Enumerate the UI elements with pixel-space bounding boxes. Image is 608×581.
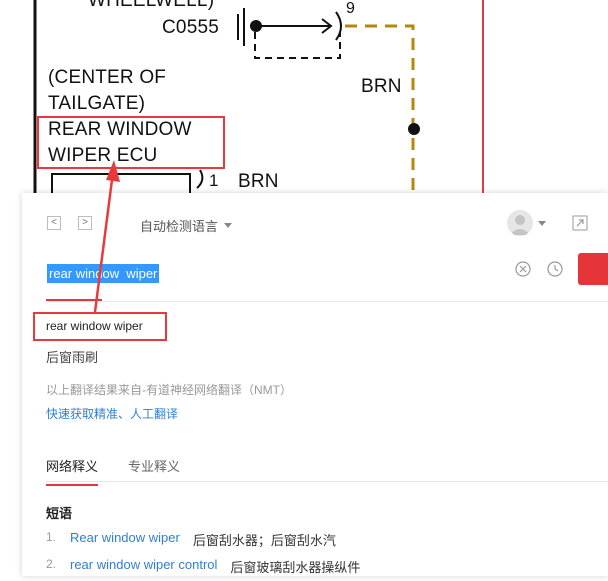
tab-professional-definition[interactable]: 专业释义 bbox=[128, 459, 181, 474]
search-query-input[interactable]: rear window wiper bbox=[47, 264, 160, 283]
nmt-note: 以上翻译结果来自-有道神经网络翻译（NMT） bbox=[46, 383, 292, 397]
phrase-meaning: 后窗刮水器；后窗刮水汽 bbox=[192, 533, 336, 548]
pin-bracket bbox=[335, 11, 342, 41]
phrases-section-title: 短语 bbox=[46, 506, 73, 521]
language-select-label: 自动检测语言 bbox=[140, 219, 219, 234]
ecu-highlight-box bbox=[37, 116, 225, 169]
forward-button[interactable]: > bbox=[78, 216, 92, 230]
center-of-label: (CENTER OF bbox=[48, 67, 167, 88]
expand-icon[interactable] bbox=[572, 215, 588, 231]
translator-panel: < > 自动检测语言 rear window wiper rear window… bbox=[22, 193, 608, 576]
human-translation-link[interactable]: 快速获取精准、人工翻译 bbox=[46, 407, 179, 421]
chevron-down-icon bbox=[224, 223, 233, 228]
brn-label-top: BRN bbox=[361, 76, 402, 97]
splice-node bbox=[408, 123, 420, 135]
clear-circle-icon[interactable] bbox=[515, 261, 531, 277]
connector-dashed-box bbox=[254, 32, 341, 59]
input-divider bbox=[46, 301, 608, 302]
definition-tabs: 网络释义 专业释义 bbox=[46, 456, 180, 486]
phrase-number: 1. bbox=[46, 530, 57, 544]
connector-label: C0555 bbox=[162, 17, 219, 38]
tabs-divider bbox=[46, 481, 608, 482]
source-word-highlight-box bbox=[33, 312, 167, 341]
clock-history-icon[interactable] bbox=[547, 261, 563, 277]
ecu-label-line1: REAR WINDOW bbox=[48, 119, 192, 140]
connector-arrow bbox=[321, 18, 333, 34]
brn-label-bottom: BRN bbox=[238, 171, 279, 192]
translate-button[interactable] bbox=[578, 253, 608, 285]
phrase-number: 2. bbox=[46, 557, 57, 571]
tailgate-label: TAILGATE) bbox=[48, 93, 146, 114]
ecu-label-line2: WIPER ECU bbox=[48, 145, 158, 166]
user-avatar-icon[interactable] bbox=[507, 210, 533, 236]
phrase-link[interactable]: rear window wiper control bbox=[70, 557, 218, 572]
phrase-item: 1. Rear window wiper 后窗刮水器；后窗刮水汽 bbox=[46, 530, 336, 549]
pin-9-label: 9 bbox=[346, 0, 356, 17]
pin-1-bracket bbox=[196, 169, 204, 189]
back-button[interactable]: < bbox=[47, 216, 61, 230]
phrase-item: 2. rear window wiper control 后窗玻璃刮水器操纵件 bbox=[46, 557, 360, 576]
avatar-chevron-down-icon[interactable] bbox=[538, 221, 546, 226]
phrase-meaning: 后窗玻璃刮水器操纵件 bbox=[230, 560, 361, 575]
brown-wire bbox=[345, 24, 415, 195]
ecu-box-outline bbox=[51, 173, 191, 195]
translation-result: 后窗雨刷 bbox=[46, 350, 99, 365]
phrase-link[interactable]: Rear window wiper bbox=[70, 530, 180, 545]
language-select[interactable]: 自动检测语言 bbox=[140, 216, 233, 235]
wheelwell-label: WHEELWELL) bbox=[88, 0, 215, 11]
source-word: rear window wiper bbox=[46, 319, 143, 333]
pin-1-label: 1 bbox=[209, 171, 219, 190]
tab-web-definition[interactable]: 网络释义 bbox=[46, 456, 99, 486]
query-underline bbox=[46, 299, 102, 301]
